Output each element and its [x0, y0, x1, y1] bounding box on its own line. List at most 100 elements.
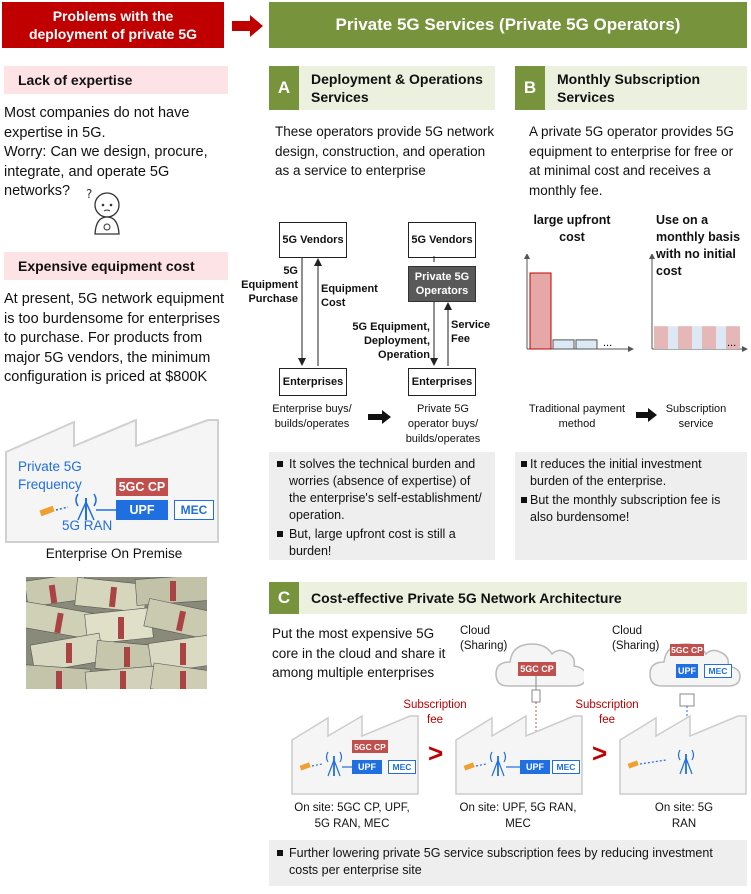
site2-upf-box: UPF: [520, 760, 550, 774]
cloud3-upf-text: UPF: [678, 666, 696, 676]
section-a-bullet-2-text: But, large upfront cost is still a burde…: [289, 527, 456, 558]
cost-title-text: Expensive equipment cost: [18, 258, 195, 274]
enterprises-box-left: Enterprises: [279, 368, 347, 396]
vendors-box-right: 5G Vendors: [408, 222, 476, 258]
mec-box: MEC: [174, 500, 214, 520]
problems-header-text: Problems with the deployment of private …: [28, 8, 198, 42]
onsite-caption-1: On site: 5GC CP, UPF, 5G RAN, MEC: [294, 802, 410, 830]
section-a-header: A Deployment & Operations Services: [269, 66, 495, 110]
section-a-bullet-2: But, large upfront cost is still a burde…: [277, 526, 487, 560]
5g-ran-label: 5G RAN: [62, 518, 113, 533]
section-c-desc: Put the most expensive 5G core in the cl…: [272, 626, 446, 680]
5gc-cp-box: 5GC CP: [116, 478, 168, 496]
site1-upf-box: UPF: [352, 760, 382, 774]
section-b-notes: It reduces the initial investment burden…: [515, 452, 747, 560]
site2-mec-box: MEC: [552, 760, 580, 774]
enterprises-left-text: Enterprises: [282, 376, 344, 388]
site1-upf-text: UPF: [358, 762, 376, 772]
site1-antenna-icon: [299, 751, 352, 777]
section-b-header: B Monthly Subscription Services: [515, 66, 747, 110]
subscription-service-caption: Subscription service: [665, 403, 727, 430]
cloud3-cp-text: 5GC CP: [671, 645, 703, 655]
site2-mec-text: MEC: [556, 762, 576, 772]
site1-cp-text: 5GC CP: [354, 741, 386, 752]
chart1-bars-bar-2: [552, 339, 575, 350]
section-b-bullet-2-text: But the monthly subscription fee is also…: [530, 493, 721, 524]
equipment-purchase-label: 5G Equipment Purchase: [241, 265, 298, 305]
cloud3-cp-box: 5GC CP: [670, 644, 704, 656]
onsite-caption-2: On site: UPF, 5G RAN, MEC: [459, 802, 577, 830]
onsite-caption-3: On site: 5G RAN: [654, 802, 714, 830]
mec-text: MEC: [180, 503, 208, 517]
section-b-letter: B: [515, 66, 545, 110]
upf-box: UPF: [116, 500, 168, 520]
section-b-title: Monthly Subscription Services: [557, 71, 701, 105]
section-a-bullet-1-text: It solves the technical burden and worri…: [289, 457, 482, 522]
arrow-right-black-icon: [368, 410, 391, 424]
upf-text: UPF: [129, 503, 155, 517]
diagram-a-arrows: [298, 256, 452, 366]
section-b-bullet-1-text: It reduces the initial investment burden…: [530, 457, 702, 488]
arrow-right-black-icon-2: [636, 408, 657, 422]
chart2-ellipsis: ...: [727, 337, 736, 349]
payment-charts: ... ...: [524, 254, 748, 352]
section-b-desc: A private 5G operator provides 5G equipm…: [529, 124, 734, 198]
factory-1: [291, 714, 419, 795]
svg-text:?: ?: [86, 187, 92, 201]
section-c-notes: Further lowering private 5G service subs…: [269, 840, 747, 886]
chart2-gap-band-2: [692, 326, 702, 349]
confused-baby-icon: ?: [86, 187, 120, 235]
cloud2-connector: [531, 676, 541, 764]
lack-title-text: Lack of expertise: [18, 72, 133, 88]
enterprise-on-premise-caption: Enterprise On Premise: [45, 546, 183, 561]
enterprises-right-text: Enterprises: [411, 376, 473, 388]
problems-header: Problems with the deployment of private …: [2, 2, 224, 48]
private-5g-services-header: Private 5G Services (Private 5G Operator…: [269, 2, 747, 48]
lack-of-expertise-body: Most companies do not have expertise in …: [4, 105, 208, 199]
lack-of-expertise-title: Lack of expertise: [4, 66, 228, 94]
section-a-notes: It solves the technical burden and worri…: [269, 452, 495, 560]
chart1-ellipsis: ...: [603, 337, 612, 349]
section-a-title: Deployment & Operations Services: [311, 71, 483, 105]
section-b-bullet-1: It reduces the initial investment burden…: [521, 456, 739, 490]
5gc-cp-text: 5GC CP: [118, 480, 166, 494]
cloud2-cp-box: 5GC CP: [518, 662, 556, 676]
chart2-gap-band-1: [668, 326, 678, 349]
cloud3-upf-box: UPF: [676, 664, 698, 678]
vendors-left-text: 5G Vendors: [282, 234, 344, 246]
site3-antenna-icon: [627, 749, 695, 775]
enterprise-buys-caption: Enterprise buys/ builds/operates: [272, 403, 352, 430]
operator-buys-caption: Private 5G operator buys/ builds/operate…: [405, 403, 481, 445]
cloud-label-2: Cloud (Sharing): [460, 625, 508, 652]
chart2-bars-bar-1: [654, 326, 668, 349]
factory-2: [455, 714, 583, 795]
chart2-bars-bar-2: [678, 326, 692, 349]
section-b-bullet-2: But the monthly subscription fee is also…: [521, 492, 739, 526]
chart2-bars-bar-4: [726, 326, 740, 349]
site2-antenna-icon: [463, 751, 520, 777]
enterprises-box-right: Enterprises: [408, 368, 476, 396]
chart1-bars-bar-1: [529, 272, 552, 350]
cloud3-mec-text: MEC: [708, 666, 728, 676]
section-c-header: C Cost-effective Private 5G Network Arch…: [269, 582, 747, 614]
vendors-box-left: 5G Vendors: [279, 222, 347, 258]
monthly-basis-label: Use on a monthly basis with no initial c…: [656, 213, 741, 278]
large-upfront-cost-label: large upfront cost: [533, 213, 611, 244]
section-a-desc: These operators provide 5G network desig…: [275, 124, 495, 178]
cloud3-mec-box: MEC: [704, 664, 732, 678]
factory-3: [619, 714, 747, 795]
right-header-text: Private 5G Services (Private 5G Operator…: [335, 15, 681, 34]
cloud-label-3: Cloud (Sharing): [612, 625, 660, 652]
private-5g-frequency-label: Private 5G Frequency: [18, 459, 82, 492]
section-c-bullet: Further lowering private 5G service subs…: [277, 845, 737, 879]
site1-mec-text: MEC: [392, 762, 412, 772]
antenna-icon: [39, 493, 116, 521]
expensive-cost-title: Expensive equipment cost: [4, 252, 228, 280]
vendors-right-text: 5G Vendors: [411, 234, 473, 246]
section-a-letter: A: [269, 66, 299, 110]
operators-text: Private 5G Operators: [414, 271, 470, 297]
subscription-fee-label-1: Subscription fee: [403, 699, 467, 726]
chart2-bars-bar-3: [702, 326, 716, 349]
arrow-right-icon: [232, 15, 263, 37]
section-c-title: Cost-effective Private 5G Network Archit…: [311, 590, 622, 606]
